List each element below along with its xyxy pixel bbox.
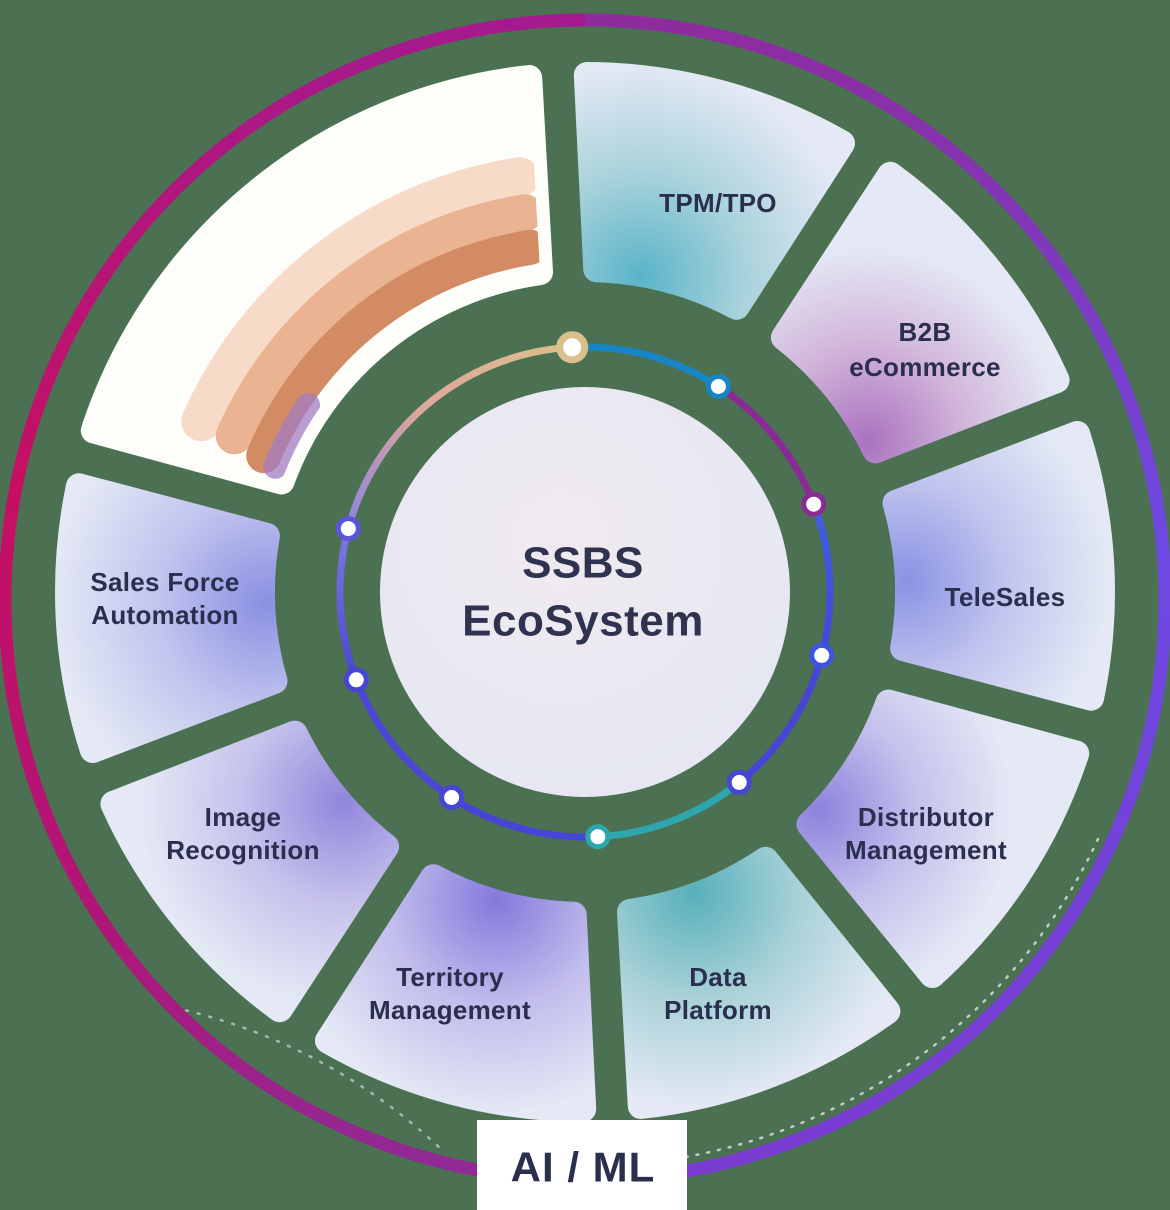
label-distributor-line1: Distributor xyxy=(858,802,994,832)
label-telesales: TeleSales xyxy=(945,582,1066,612)
segment-wedge-distributor-management xyxy=(796,689,1090,988)
brush-band-outer xyxy=(181,157,540,442)
outer-ring xyxy=(0,13,1170,1187)
ai-ml-badge: AI / ML xyxy=(477,1120,687,1210)
inner-ring-arc-telesales xyxy=(810,502,834,657)
inner-ring-arc-imagerecognition xyxy=(353,678,454,801)
inner-ring-arc-b2b xyxy=(716,383,817,506)
ring-node-blue xyxy=(705,374,731,399)
segment-wedge-image-recognition xyxy=(100,720,400,1023)
ai-ml-badge-label: AI / ML xyxy=(511,1144,656,1191)
outer-ring-dashed-accent-right xyxy=(623,837,1100,1166)
label-dataplatform-line1: Data xyxy=(689,962,747,992)
label-imagerecognition-line1: Image xyxy=(205,802,282,832)
label-b2b-line2: eCommerce xyxy=(849,352,1001,382)
brush-band-purple-tip xyxy=(263,393,321,479)
ring-node-gold xyxy=(556,331,589,364)
segment-labels: TPM/TPO B2B eCommerce TeleSales Distribu… xyxy=(90,188,1065,1025)
segment-wedge-territory-management xyxy=(315,864,597,1122)
label-territory-line2: Management xyxy=(369,995,531,1025)
label-territory-line1: Territory xyxy=(396,962,504,992)
inner-ring-arc-dataplatform xyxy=(597,779,742,841)
center-title-line1: SSBS xyxy=(522,539,644,588)
label-salesforce-line2: Automation xyxy=(91,600,238,630)
ai-ml-badge-background xyxy=(477,1120,687,1210)
brush-band-mid xyxy=(215,194,541,455)
center-title-line2: EcoSystem xyxy=(462,597,704,646)
ring-node-indigo-4 xyxy=(335,516,361,542)
label-b2b-line1: B2B xyxy=(899,317,952,347)
label-imagerecognition-line2: Recognition xyxy=(166,835,320,865)
inner-ring-arc-tpm xyxy=(572,343,721,390)
ring-node-indigo-3 xyxy=(343,667,369,693)
highlight-brush-band xyxy=(181,157,541,479)
segment-wedge-sales-force-automation xyxy=(55,473,288,763)
segment-wedge-data-platform xyxy=(617,846,901,1119)
inner-ring xyxy=(336,343,834,841)
ring-node-blue-indigo xyxy=(809,642,835,668)
segment-wedge-tpm-tpo xyxy=(573,62,855,320)
label-tpm-tpo: TPM/TPO xyxy=(659,188,777,218)
brush-band-inner xyxy=(246,229,541,474)
inner-ring-nodes xyxy=(335,331,835,850)
inner-ring-arc-territory xyxy=(449,794,598,841)
segment-wedge-b2b-ecommerce xyxy=(770,161,1070,464)
inner-ring-arc-highlight xyxy=(344,343,573,530)
center-disc xyxy=(380,387,790,797)
label-distributor-line2: Management xyxy=(845,835,1007,865)
outer-ring-left-arc xyxy=(0,13,586,1187)
inner-ring-arc-distributor xyxy=(736,654,826,786)
ring-node-indigo-2 xyxy=(439,785,465,810)
ring-node-indigo-1 xyxy=(726,769,752,795)
segment-wedge-telesales xyxy=(882,421,1115,711)
ring-node-teal xyxy=(585,824,611,850)
label-dataplatform-line2: Platform xyxy=(664,995,772,1025)
outer-ring-dashed-accent-left xyxy=(183,1008,440,1148)
inner-ring-arc-salesforce xyxy=(336,527,360,682)
label-salesforce-line1: Sales Force xyxy=(90,567,239,597)
ring-node-purple xyxy=(801,491,827,517)
outer-ring-right-arc xyxy=(584,13,1170,1187)
